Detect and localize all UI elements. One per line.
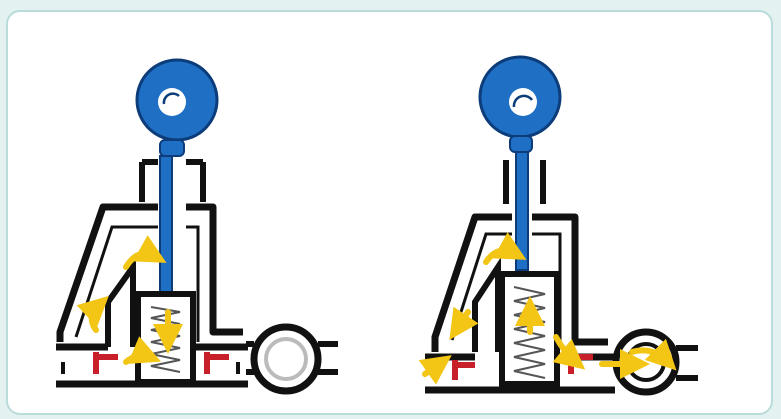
figure-frame bbox=[6, 10, 773, 415]
pressure-regulator-diagram bbox=[8, 12, 773, 415]
right-regulator bbox=[425, 57, 698, 392]
gauge-icon bbox=[137, 60, 217, 156]
gauge-icon bbox=[480, 57, 560, 152]
left-regulator bbox=[56, 60, 338, 391]
stem bbox=[160, 156, 172, 296]
pipe-fitting-icon bbox=[246, 327, 338, 391]
